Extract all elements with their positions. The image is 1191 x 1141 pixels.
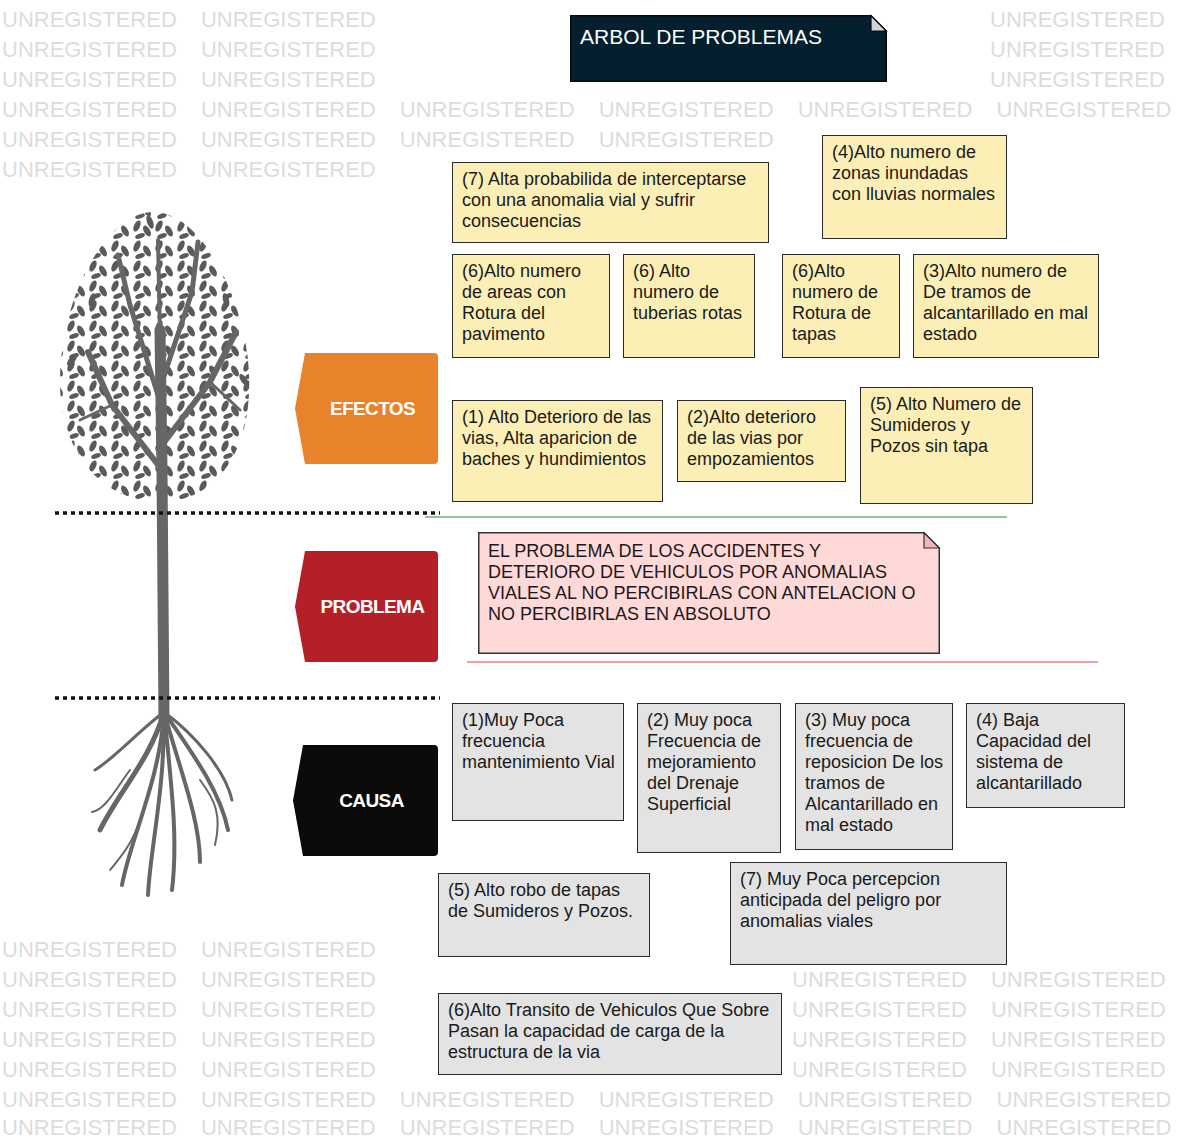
watermark-text: UNREGISTERED UNREGISTERED [2,159,376,181]
effect-text: (6)Alto numero de Rotura de tapas [792,261,891,345]
watermark-text: UNREGISTERED UNREGISTERED [2,969,376,991]
title-banner: ARBOL DE PROBLEMAS [570,15,887,82]
separator-line [467,661,1098,662]
cause-text: (2) Muy poca Frecuencia de mejoramiento … [647,710,772,815]
section-divider [55,696,440,700]
effect-box: (3)Alto numero de De tramos de alcantari… [913,254,1099,358]
watermark-text: UNREGISTERED UNREGISTERED [792,1029,1166,1051]
cause-box: (6)Alto Transito de Vehiculos Que Sobre … [438,993,782,1075]
effect-box: (1) Alto Deterioro de las vias, Alta apa… [452,400,663,502]
watermark-text: UNREGISTERED UNREGISTERED [2,939,376,961]
watermark-text: UNREGISTERED UNREGISTERED UNREGISTERED U… [2,1089,1171,1111]
watermark-text: UNREGISTERED UNREGISTERED [792,1059,1166,1081]
watermark-text: UNREGISTERED UNREGISTERED [792,999,1166,1021]
effect-text: (6) Alto numero de tuberias rotas [633,261,746,324]
watermark-text: UNREGISTERED [990,9,1165,31]
cause-box: (4) Baja Capacidad del sistema de alcant… [966,703,1125,808]
effect-text: (4)Alto numero de zonas inundadas con ll… [832,142,998,205]
effect-box: (5) Alto Numero de Sumideros y Pozos sin… [860,387,1033,504]
watermark-text: UNREGISTERED [990,39,1165,61]
watermark-text: UNREGISTERED UNREGISTERED UNREGISTERED U… [2,1117,1171,1139]
cause-box: (5) Alto robo de tapas de Sumideros y Po… [438,873,650,957]
effect-box: (7) Alta probabilida de interceptarse co… [452,162,769,243]
effect-text: (5) Alto Numero de Sumideros y Pozos sin… [870,394,1024,457]
section-band: EFECTOS [295,353,438,464]
watermark-text: UNREGISTERED UNREGISTERED [2,1029,376,1051]
watermark-text: UNREGISTERED UNREGISTERED UNREGISTERED U… [2,129,774,151]
cause-text: (4) Baja Capacidad del sistema de alcant… [976,710,1116,794]
cause-box: (1)Muy Poca frecuencia mantenimiento Via… [452,703,624,821]
cause-text: (3) Muy poca frecuencia de reposicion De… [805,710,944,836]
problem-box: EL PROBLEMA DE LOS ACCIDENTES Y DETERIOR… [478,532,940,654]
effect-box: (2)Alto deterioro de las vias por empoza… [677,400,846,482]
effect-box: (4)Alto numero de zonas inundadas con ll… [822,135,1007,239]
watermark-text: UNREGISTERED UNREGISTERED [2,1059,376,1081]
section-band: PROBLEMA [295,551,438,662]
watermark-text: UNREGISTERED UNREGISTERED UNREGISTERED U… [2,99,1171,121]
cause-box: (2) Muy poca Frecuencia de mejoramiento … [637,703,781,853]
cause-text: (5) Alto robo de tapas de Sumideros y Po… [448,880,641,922]
title-text: ARBOL DE PROBLEMAS [580,25,863,49]
band-label: PROBLEMA [321,596,425,618]
effect-box: (6)Alto numero de Rotura de tapas [782,254,900,358]
watermark-text: UNREGISTERED UNREGISTERED [2,39,376,61]
effect-text: (6)Alto numero de areas con Rotura del p… [462,261,601,345]
watermark-text: UNREGISTERED UNREGISTERED [2,9,376,31]
tree-roots [92,712,232,895]
cause-text: (1)Muy Poca frecuencia mantenimiento Via… [462,710,615,773]
watermark-text: UNREGISTERED UNREGISTERED [2,69,376,91]
effect-box: (6)Alto numero de areas con Rotura del p… [452,254,610,358]
effect-text: (7) Alta probabilida de interceptarse co… [462,169,760,232]
problem-text: EL PROBLEMA DE LOS ACCIDENTES Y DETERIOR… [488,541,928,625]
cause-box: (7) Muy Poca percepcion anticipada del p… [730,862,1007,965]
separator-line [425,516,1007,517]
section-divider [55,511,440,515]
band-label: EFECTOS [330,398,415,420]
watermark-text: UNREGISTERED UNREGISTERED [2,999,376,1021]
cause-text: (7) Muy Poca percepcion anticipada del p… [740,869,998,932]
cause-text: (6)Alto Transito de Vehiculos Que Sobre … [448,1000,773,1063]
watermark-text: UNREGISTERED [990,69,1165,91]
watermark-text: UNREGISTERED UNREGISTERED [792,969,1166,991]
tree-trunk [80,240,240,720]
cause-box: (3) Muy poca frecuencia de reposicion De… [795,703,953,850]
effect-text: (2)Alto deterioro de las vias por empoza… [687,407,837,470]
section-band: CAUSA [293,745,438,856]
effect-box: (6) Alto numero de tuberias rotas [623,254,755,358]
band-label: CAUSA [339,790,404,812]
effect-text: (3)Alto numero de De tramos de alcantari… [923,261,1090,345]
effect-text: (1) Alto Deterioro de las vias, Alta apa… [462,407,654,470]
